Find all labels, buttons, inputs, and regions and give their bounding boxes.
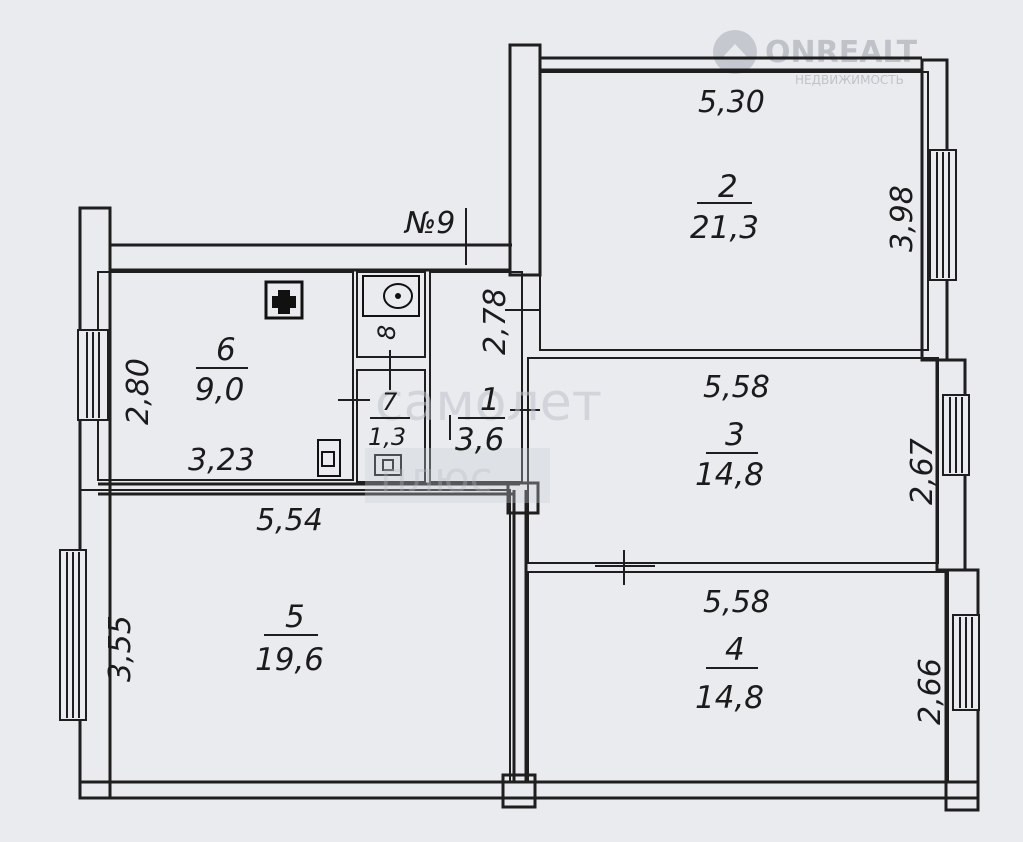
apartment-number: №9	[403, 206, 455, 241]
watermark-brand: ONREALT	[765, 35, 918, 70]
room2-width: 5,30	[698, 85, 765, 120]
toilet-icon	[374, 454, 402, 476]
room6-number: 6	[216, 332, 236, 368]
room3-width: 5,58	[703, 370, 770, 405]
room3-area: 14,8	[695, 457, 764, 493]
windows	[59, 149, 980, 721]
room3-height: 2,67	[905, 438, 940, 505]
watermark-center-2: плюс	[380, 453, 493, 502]
watermark-center-1: самолет	[375, 373, 602, 433]
room4-area: 14,8	[695, 680, 764, 716]
watermark-center-box	[365, 448, 550, 503]
onrealt-logo: ONREALT НЕДВИЖИМОСТЬ	[713, 30, 918, 87]
room5-area: 19,6	[255, 642, 324, 678]
room7-number: 7	[382, 388, 398, 416]
walls	[78, 43, 980, 812]
room2-height: 3,98	[885, 185, 920, 252]
room4-width: 5,58	[703, 585, 770, 620]
samolet-watermark: самолет плюс	[365, 373, 602, 503]
stove-icon	[264, 280, 304, 320]
room5-width: 5,54	[256, 503, 323, 538]
room1-area: 3,6	[455, 422, 504, 458]
room8-number: 8	[373, 325, 401, 340]
room6-area: 9,0	[195, 372, 244, 408]
room1-height: 2,78	[478, 288, 513, 355]
room5-height: 3,55	[103, 615, 138, 682]
room2-area: 21,3	[690, 210, 759, 246]
room2-number: 2	[718, 169, 738, 205]
sink-icon	[317, 439, 341, 477]
room4-height: 2,66	[913, 658, 948, 725]
room6-height: 2,80	[121, 358, 156, 425]
watermark-tagline: НЕДВИЖИМОСТЬ	[795, 73, 904, 87]
room4-number: 4	[725, 632, 745, 668]
room7-area: 1,3	[368, 423, 406, 451]
bathtub-icon	[362, 275, 420, 317]
room3-number: 3	[725, 417, 745, 453]
room5-number: 5	[285, 599, 305, 635]
room1-number: 1	[480, 382, 500, 418]
room6-width: 3,23	[188, 443, 255, 478]
fixtures	[264, 275, 420, 477]
